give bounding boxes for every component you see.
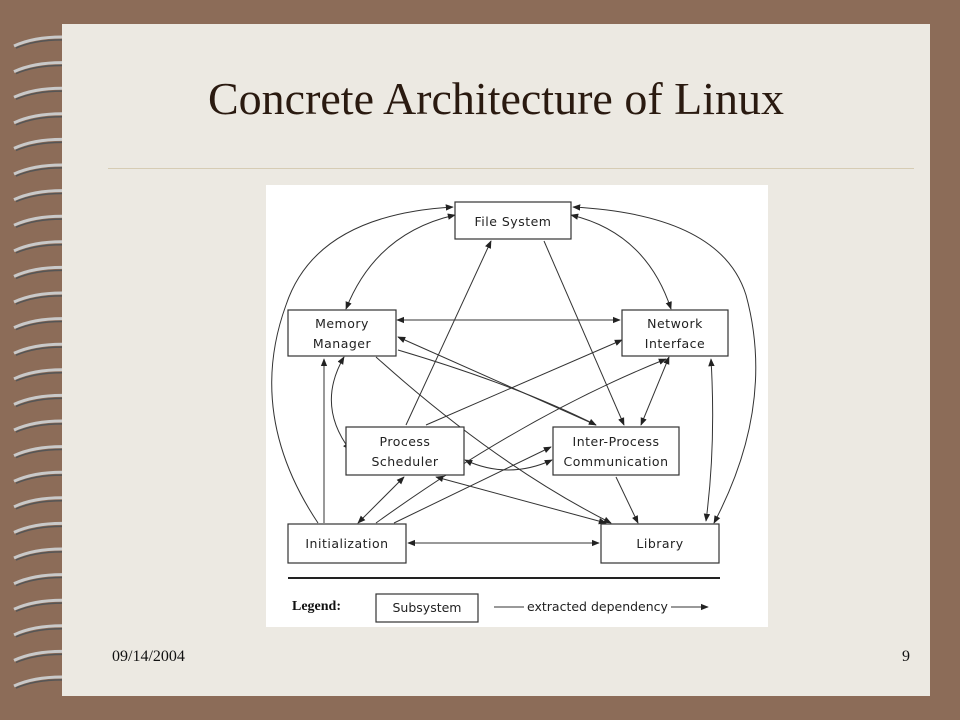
node-initialization-label: Initialization bbox=[305, 536, 388, 551]
dependency-edges bbox=[271, 204, 757, 547]
edge-init-ps bbox=[357, 476, 405, 524]
edge-mm-to-lib bbox=[375, 356, 612, 524]
node-initialization: Initialization bbox=[287, 523, 407, 564]
node-memory-manager-label-1: Memory bbox=[315, 316, 369, 331]
slide-number: 9 bbox=[902, 648, 910, 665]
edge-ps-to-lib bbox=[435, 475, 607, 525]
node-network-interface-label-1: Network bbox=[647, 316, 703, 331]
node-memory-manager: Memory Manager bbox=[287, 309, 397, 357]
edge-fs-to-mm bbox=[345, 213, 456, 310]
edge-init-to-fs-outer bbox=[271, 204, 454, 524]
node-file-system-label: File System bbox=[474, 214, 551, 229]
node-process-scheduler-label-2: Scheduler bbox=[371, 454, 438, 469]
edge-ni-ipc bbox=[640, 356, 670, 426]
node-library-label: Library bbox=[636, 536, 683, 551]
edge-fs-to-ni bbox=[570, 213, 672, 310]
edge-ps-to-ni bbox=[425, 339, 623, 426]
node-network-interface: Network Interface bbox=[621, 309, 729, 357]
legend-title: Legend: bbox=[292, 599, 341, 614]
node-network-interface-label-2: Interface bbox=[645, 336, 705, 351]
legend-subsystem-box: Subsystem bbox=[375, 593, 479, 623]
diagram-canvas: File System Memory Manager Network Inter… bbox=[271, 201, 757, 623]
node-ipc-label-2: Communication bbox=[563, 454, 668, 469]
node-file-system: File System bbox=[454, 201, 572, 240]
node-library: Library bbox=[600, 523, 720, 564]
edge-ipc-to-mm bbox=[397, 336, 597, 426]
edge-lib-to-fs-outer bbox=[572, 204, 757, 524]
edge-ni-lib bbox=[703, 358, 715, 522]
node-memory-manager-label-2: Manager bbox=[313, 336, 372, 351]
edge-ipc-to-lib bbox=[615, 476, 639, 524]
node-inter-process-communication: Inter-Process Communication bbox=[552, 426, 680, 476]
edge-mm-ps bbox=[330, 356, 351, 451]
edge-mm-to-ipc bbox=[397, 349, 597, 426]
node-process-scheduler-label-1: Process bbox=[380, 434, 431, 449]
node-process-scheduler: Process Scheduler bbox=[345, 426, 465, 476]
edge-ps-ipc bbox=[464, 459, 553, 471]
architecture-diagram: File System Memory Manager Network Inter… bbox=[266, 185, 768, 627]
legend-dependency-label: extracted dependency bbox=[527, 599, 669, 614]
edge-ps-to-fs bbox=[405, 240, 492, 426]
edge-init-to-ni bbox=[375, 358, 667, 524]
edge-fs-to-ipc bbox=[543, 240, 625, 426]
slide-title: Concrete Architecture of Linux bbox=[207, 73, 785, 124]
node-ipc-label-1: Inter-Process bbox=[573, 434, 660, 449]
footer-date: 09/14/2004 bbox=[112, 648, 185, 665]
legend-subsystem-label: Subsystem bbox=[393, 600, 462, 615]
title-divider bbox=[108, 168, 914, 169]
